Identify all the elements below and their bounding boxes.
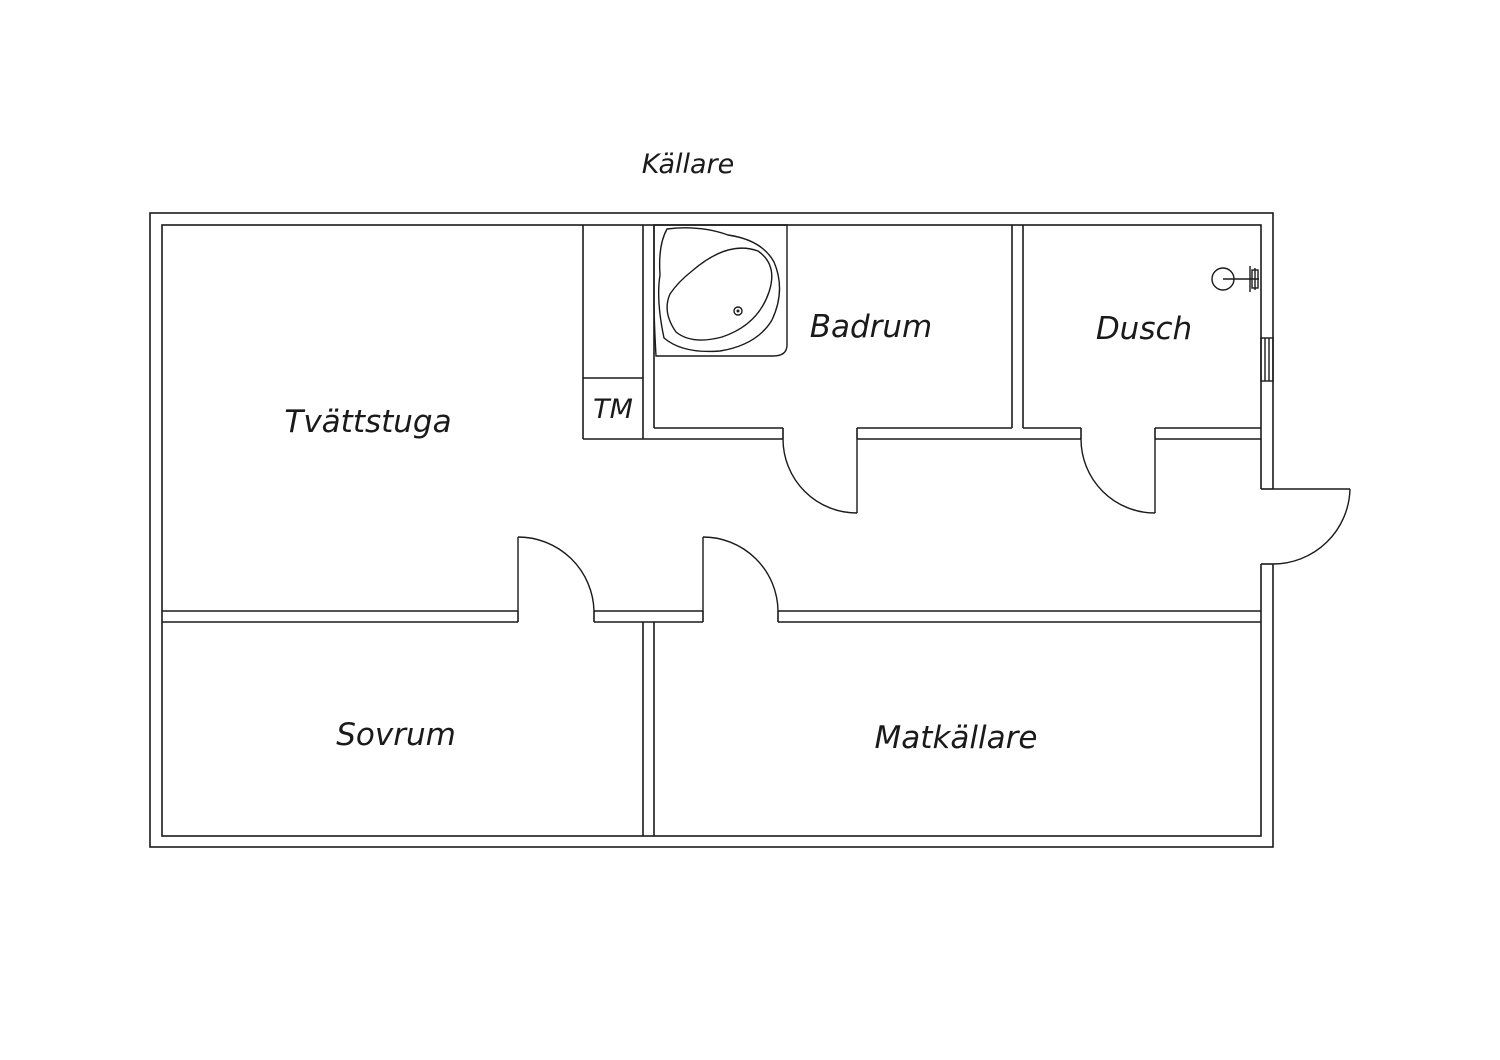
shower-head-icon [1211,266,1259,292]
corner-bathtub-icon [653,224,788,357]
floor-title: Källare [642,149,735,180]
doors [517,438,1351,612]
interior-walls [162,225,1261,836]
room-label-tvattstuga: Tvättstuga [284,404,451,440]
room-label-badrum: Badrum [810,309,933,345]
room-label-sovrum: Sovrum [336,717,456,753]
room-label-tm: TM [593,394,633,425]
window-icon [1260,337,1274,382]
room-label-matkallare: Matkällare [875,720,1038,756]
room-label-dusch: Dusch [1096,311,1192,347]
door-matkallare [702,536,779,612]
door-sovrum [517,536,595,612]
door-dusch [1080,438,1156,514]
door-exterior [1260,488,1351,565]
outer-walls [149,212,1274,848]
door-badrum [782,438,858,514]
